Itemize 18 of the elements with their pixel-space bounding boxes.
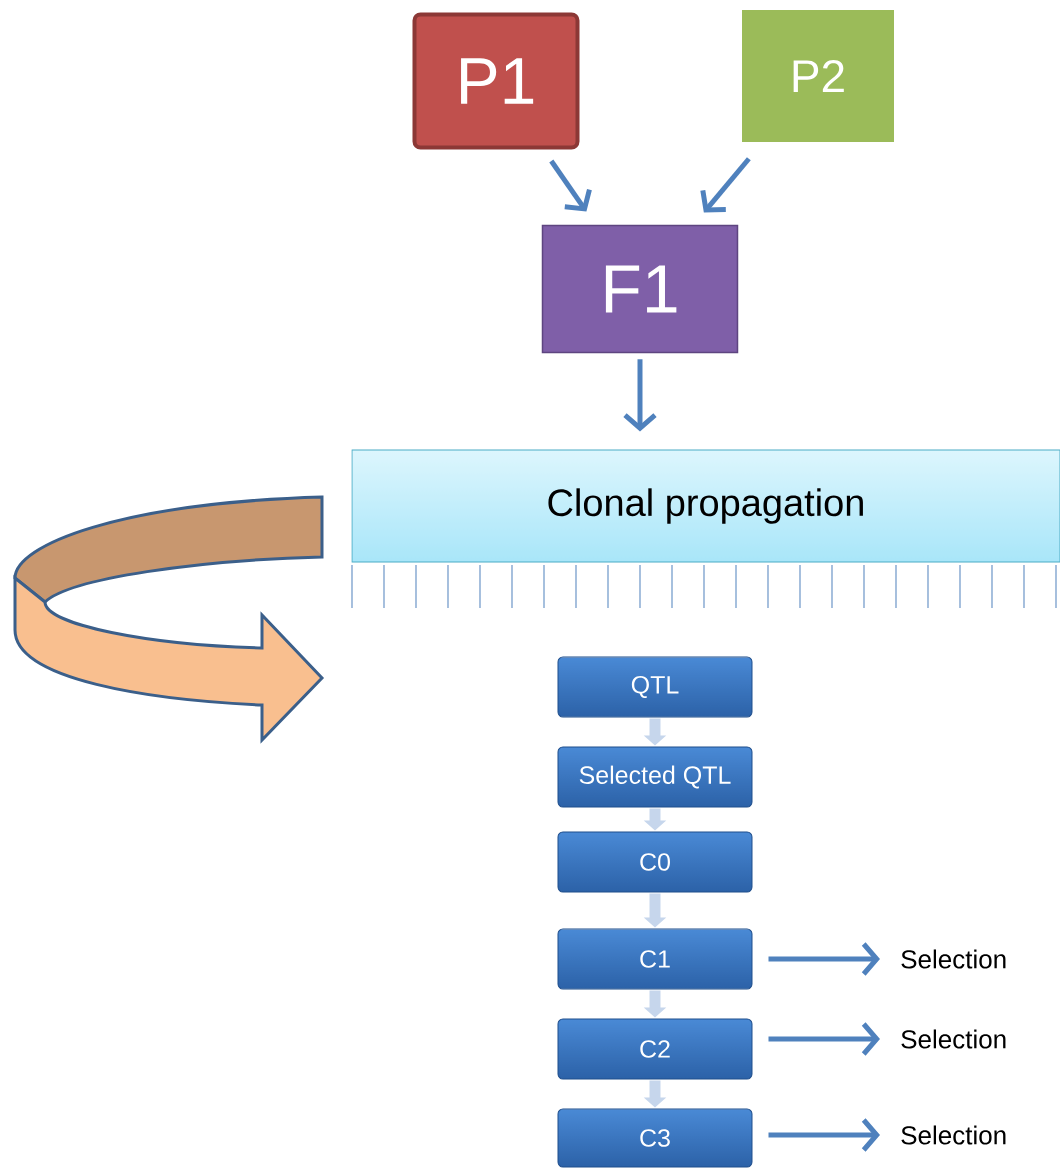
- process-band: Clonal propagation: [351, 449, 1060, 563]
- hybrid-box: F1: [541, 224, 739, 354]
- selection-label: Selection: [901, 1029, 1006, 1049]
- step-box: Selected QTL: [557, 746, 753, 808]
- arrow: [768, 1022, 880, 1056]
- selection-label: Selection: [901, 949, 1006, 969]
- arrow: [623, 359, 657, 432]
- arrow: [768, 942, 880, 976]
- selection-label: Selection: [901, 1125, 1006, 1145]
- step-box: C3: [557, 1108, 753, 1168]
- step-box: C0: [557, 831, 753, 893]
- step-box: C2: [557, 1018, 753, 1080]
- parent-box: P1: [412, 12, 580, 150]
- arrow: [700, 157, 751, 213]
- step-box: C1: [557, 928, 753, 990]
- parent-box: P2: [734, 2, 902, 150]
- arrow: [768, 1118, 880, 1152]
- step-box: QTL: [557, 656, 753, 718]
